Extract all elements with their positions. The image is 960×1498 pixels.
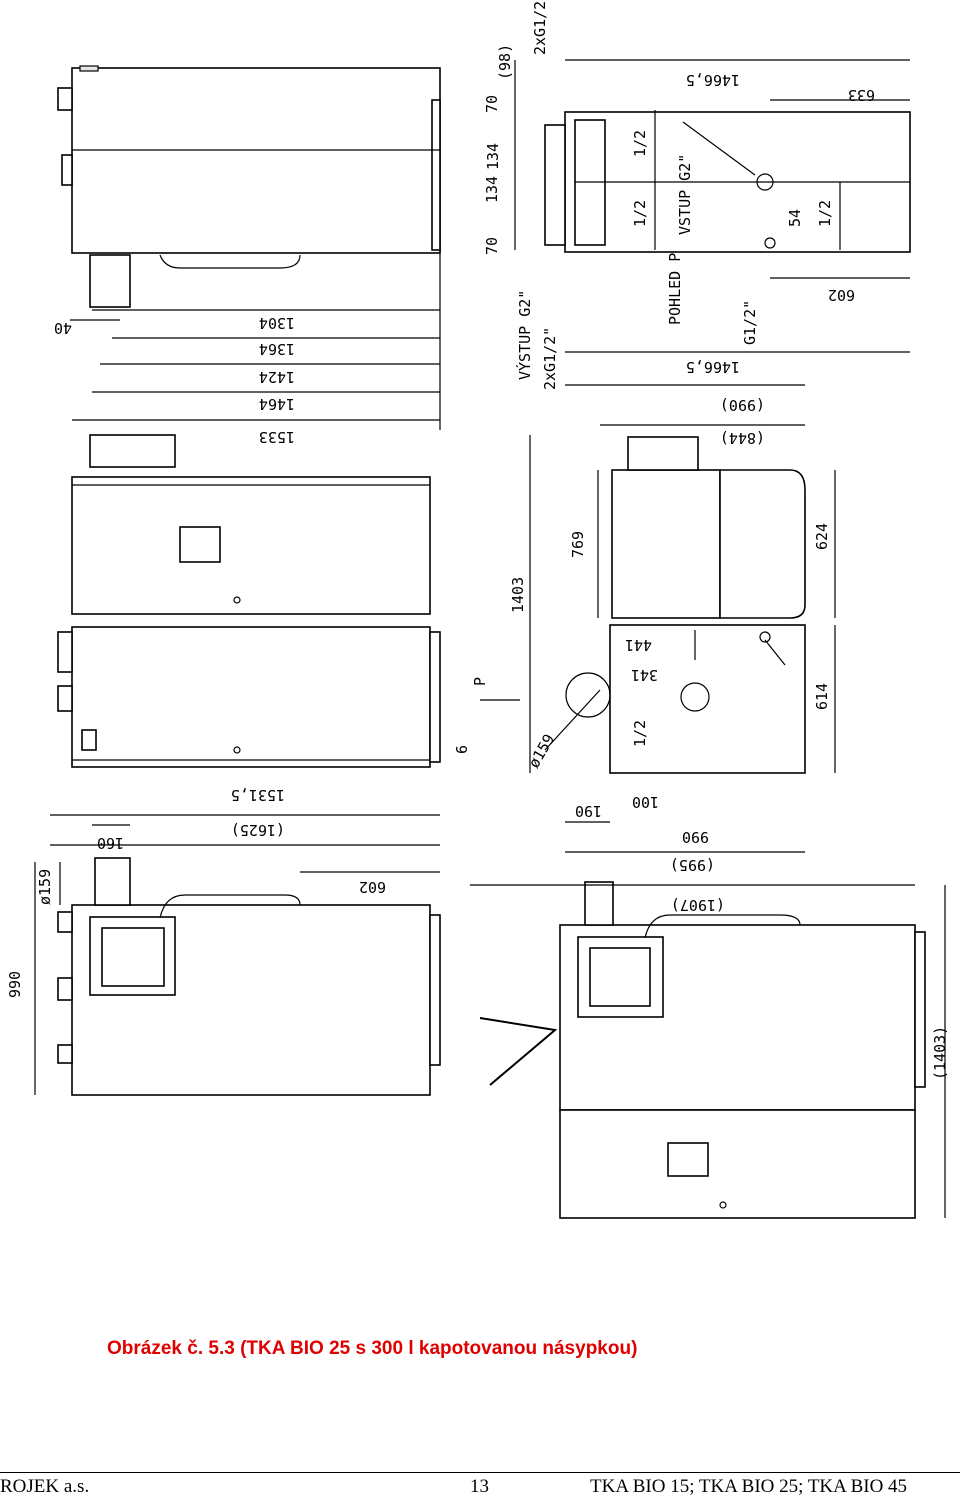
dim-text: (995) <box>670 856 715 874</box>
dim-text: (990) <box>720 396 765 414</box>
dim-text: (1403) <box>931 1026 949 1080</box>
dim-text: (844) <box>720 429 765 447</box>
dim-text: VÝSTUP G2" <box>515 290 534 380</box>
dim-text: 602 <box>359 878 386 896</box>
dim-text: 341 <box>631 666 658 684</box>
dim-text: 134 <box>484 143 502 170</box>
dim-text: 633 <box>848 86 875 104</box>
dim-text: P <box>471 677 489 686</box>
dim-text: 1403 <box>509 577 527 613</box>
dim-text: 624 <box>813 523 831 550</box>
dim-text: 1533 <box>259 428 295 446</box>
dim-text: 1424 <box>259 368 295 386</box>
dim-text: G1/2" <box>741 300 759 345</box>
right-side-view: (98) 2xG1/2" 70 134 134 70 1466,5 633 1/… <box>483 0 911 390</box>
dim-text: 1/2 <box>631 130 649 157</box>
technical-drawing: 40 1304 1364 1424 1464 1533 POHLED P (98… <box>6 0 949 1219</box>
dim-text: 40 <box>54 319 72 337</box>
dim-text: 990 <box>6 971 24 998</box>
front-view: 1531,5 (1625) P 6 <box>50 434 520 846</box>
dim-text: 614 <box>813 683 831 710</box>
dim-text: 70 <box>483 95 501 113</box>
footer-models: TKA BIO 15; TKA BIO 25; TKA BIO 45 <box>590 1476 908 1497</box>
dim-text: 54 <box>786 209 804 227</box>
dim-text: 160 <box>97 834 124 852</box>
footer-company: ROJEK a.s. <box>0 1476 90 1497</box>
dim-text: 1466,5 <box>686 71 740 89</box>
dim-text: 602 <box>828 286 855 304</box>
dim-text: 1/2 <box>631 200 649 227</box>
dim-text: 70 <box>483 237 501 255</box>
dim-text: 1466,5 <box>686 358 740 376</box>
left-side-view: (990) (844) 769 624 1403 441 341 614 1/2… <box>509 384 836 874</box>
dim-text: 6 <box>453 745 471 754</box>
dim-text: 190 <box>575 802 602 820</box>
dim-text: 2xG1/2" <box>541 327 559 390</box>
dim-text: 1/2 <box>631 720 649 747</box>
dim-text: 1304 <box>259 314 295 332</box>
dim-text: 134 <box>483 176 501 203</box>
dim-text: 100 <box>632 793 659 811</box>
bottom-left-view: 160 ø159 602 990 <box>6 824 441 1096</box>
dim-text: (98) <box>496 44 514 80</box>
dim-text: ø159 <box>36 869 54 905</box>
dim-text: 769 <box>569 531 587 558</box>
dim-text: (1625) <box>231 821 285 839</box>
dim-text: 441 <box>625 636 652 654</box>
dim-text: 1364 <box>259 340 295 358</box>
dim-text: POHLED P <box>666 253 684 325</box>
dim-text: VSTUP G2" <box>676 154 694 235</box>
dim-text: 2xG1/2" <box>531 0 549 55</box>
dim-text: 1531,5 <box>231 786 285 804</box>
dim-text: 990 <box>682 828 709 846</box>
top-view: 40 1304 1364 1424 1464 1533 POHLED P <box>54 65 684 446</box>
dim-text: 1464 <box>259 395 295 413</box>
bottom-right-view: (1907) (1403) <box>470 881 949 1219</box>
figure-caption: Obrázek č. 5.3 (TKA BIO 25 s 300 l kapot… <box>107 1338 638 1359</box>
footer-divider <box>0 1472 960 1473</box>
dim-text: (1907) <box>671 896 725 914</box>
footer-page-number: 13 <box>470 1476 489 1497</box>
dim-text: 1/2 <box>816 200 834 227</box>
